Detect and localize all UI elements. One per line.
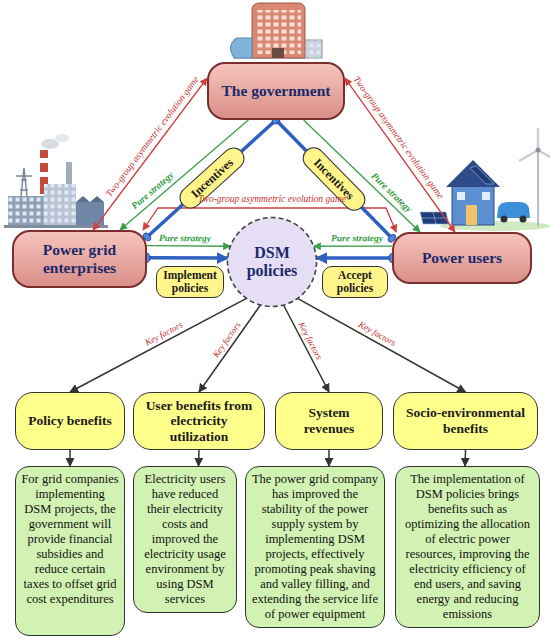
description-box: Electricity users have reduced their ele… [133, 466, 237, 613]
office-building-illustration [252, 3, 305, 58]
power-plant-illustration [41, 139, 59, 149]
edge-label: Key factors [356, 320, 396, 348]
smart-home-illustration [457, 192, 465, 200]
connector [298, 298, 466, 392]
edge-label: Pure strategy [369, 171, 413, 214]
edge-label: Key factors [212, 321, 243, 360]
office-building-illustration [230, 3, 322, 58]
connector [316, 256, 392, 260]
node-text: Accept policies [326, 269, 384, 294]
power-plant-illustration [40, 172, 48, 177]
factor-box: System revenues [275, 392, 383, 450]
actor-box: The government [207, 62, 345, 120]
node-text: The power grid company has improved the … [251, 472, 379, 622]
node-text: Power grid enterprises [22, 241, 137, 277]
edge-label: Pure strategy [130, 170, 176, 211]
smart-home-illustration [520, 216, 527, 223]
factor-box: User benefits from electricity utilizati… [133, 392, 265, 450]
actor-box: Power users [392, 232, 532, 284]
description-box: For grid companies implementing DSM proj… [15, 466, 125, 636]
node-text: System revenues [282, 405, 376, 436]
factor-box: Socio-environmental benefits [393, 392, 538, 450]
edge-label: Two-group asymmetric evolution game [351, 75, 445, 201]
node-text: Implement policies [160, 269, 220, 294]
connector [314, 245, 392, 247]
connector [147, 256, 228, 260]
power-plant-illustration [76, 202, 104, 226]
smart-home-illustration [466, 205, 477, 225]
node-text: Policy benefits [28, 413, 112, 429]
smart-home-illustration [536, 148, 541, 153]
power-plant-illustration [8, 196, 44, 226]
node-text: The government [222, 82, 331, 100]
strategy-pill: Incentives [298, 143, 370, 215]
edge-label: Two-group asymmetric evolution game [104, 75, 201, 199]
connector [198, 450, 200, 466]
edge-label: Key factors [143, 321, 184, 348]
smart-home-illustration [446, 160, 500, 187]
power-plant-illustration [76, 196, 104, 202]
office-building-illustration [256, 10, 301, 54]
smart-home-illustration [497, 202, 530, 218]
connector [70, 298, 246, 392]
power-plant-illustration [40, 158, 48, 163]
node-text: For grid companies implementing DSM proj… [21, 472, 119, 607]
node-text: Power users [422, 249, 502, 267]
edge-label: Pure strategy [331, 234, 383, 244]
power-plant-illustration [44, 184, 76, 226]
power-plant-illustration [8, 196, 44, 226]
policy-circle: DSM policies [226, 216, 318, 308]
node-text: Socio-environmental benefits [400, 405, 531, 436]
connector [147, 245, 230, 247]
connector [464, 450, 466, 466]
strategy-tag: Accept policies [322, 266, 388, 298]
connector [199, 305, 260, 392]
node-text: The implementation of DSM policies bring… [401, 472, 534, 622]
description-box: The implementation of DSM policies bring… [395, 466, 540, 628]
smart-home-illustration [537, 150, 539, 226]
connector [69, 450, 71, 466]
node-text: DSM policies [236, 244, 308, 279]
connector [328, 450, 330, 466]
smart-home-illustration [452, 185, 494, 225]
smart-home-illustration [420, 128, 550, 231]
description-box: The power grid company has improved the … [245, 466, 385, 628]
node-text: Incentives [188, 156, 235, 200]
node-text: Electricity users have reduced their ele… [139, 472, 231, 607]
smart-home-illustration [519, 128, 550, 161]
circle-outline [228, 218, 317, 307]
power-plant-illustration [4, 225, 108, 228]
power-plant-illustration [55, 134, 69, 142]
strategy-tag: Implement policies [156, 266, 224, 298]
smart-home-illustration [501, 216, 508, 223]
power-plant-illustration [4, 134, 108, 228]
smart-home-illustration [421, 212, 448, 224]
smart-home-illustration [470, 166, 494, 184]
power-plant-illustration [44, 184, 76, 226]
factor-box: Policy benefits [15, 392, 125, 450]
edge-label: Key factors [297, 321, 324, 362]
edge-label: Pure strategy [159, 234, 211, 244]
edge-label: Two-group asymmetric evolution game [198, 195, 346, 205]
actor-box: Power grid enterprises [12, 230, 147, 288]
connector [284, 305, 329, 392]
node-text: User benefits from electricity utilizati… [140, 398, 258, 445]
office-building-illustration [230, 38, 252, 58]
connector [120, 120, 248, 230]
smart-home-illustration [482, 192, 490, 200]
office-building-illustration [272, 48, 284, 58]
